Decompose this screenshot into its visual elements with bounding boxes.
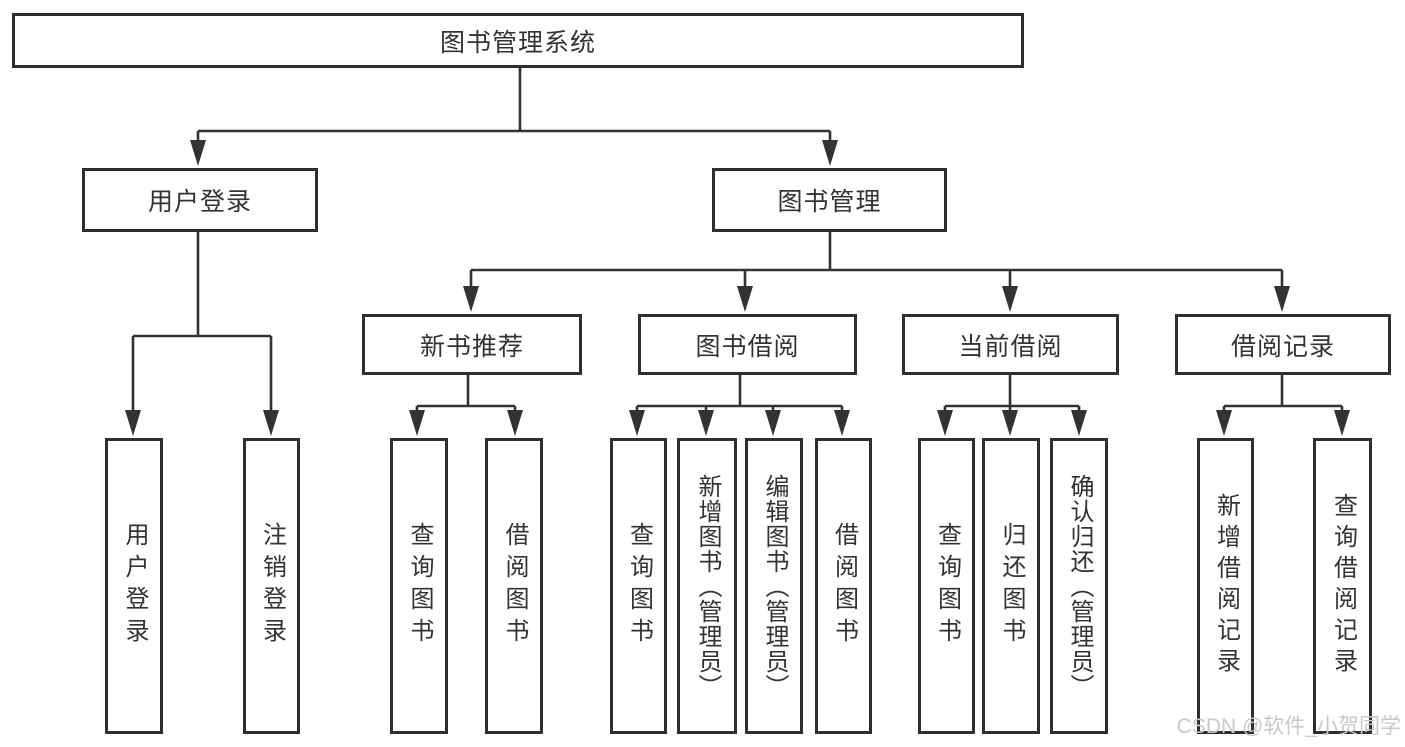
leaf-user-login: 用户登录 bbox=[105, 438, 163, 734]
csdn-watermark: CSDN @软件_小贺同学 bbox=[1176, 715, 1401, 738]
node-root-label: 图书管理系统 bbox=[439, 28, 596, 57]
node-book-borrowing: 图书借阅 bbox=[638, 314, 857, 375]
node-user-login: 用户登录 bbox=[82, 168, 318, 232]
leaf-records-query-borrow-record: 查询借阅记录 bbox=[1313, 438, 1372, 734]
node-borrowing-records: 借阅记录 bbox=[1175, 314, 1391, 375]
leaf-recommend-query-books: 查询图书 bbox=[390, 438, 448, 734]
leaf-current-query-books: 查询图书 bbox=[918, 438, 975, 734]
node-current-borrowing: 当前借阅 bbox=[902, 314, 1119, 375]
node-user-login-label: 用户登录 bbox=[147, 188, 252, 216]
leaf-borrowing-borrow-books: 借阅图书 bbox=[815, 438, 872, 734]
node-current-borrowing-label: 当前借阅 bbox=[958, 332, 1063, 361]
leaf-borrowing-edit-book-admin: 编辑图书（管理员） bbox=[745, 438, 803, 734]
node-new-book-recommend: 新书推荐 bbox=[362, 314, 582, 375]
leaf-current-confirm-return-admin: 确认归还（管理员） bbox=[1050, 438, 1108, 734]
node-root-system: 图书管理系统 bbox=[12, 13, 1024, 68]
node-book-management: 图书管理 bbox=[712, 168, 947, 232]
node-book-borrowing-label: 图书借阅 bbox=[695, 332, 800, 361]
leaf-borrowing-add-book-admin: 新增图书（管理员） bbox=[677, 438, 737, 734]
leaf-borrowing-query-books: 查询图书 bbox=[610, 438, 667, 734]
node-book-management-label: 图书管理 bbox=[777, 188, 882, 216]
leaf-records-add-borrow-record: 新增借阅记录 bbox=[1197, 438, 1254, 734]
leaf-logout: 注销登录 bbox=[243, 438, 300, 734]
node-borrowing-records-label: 借阅记录 bbox=[1230, 332, 1335, 361]
leaf-recommend-borrow-books: 借阅图书 bbox=[485, 438, 543, 734]
leaf-current-return-books: 归还图书 bbox=[982, 438, 1040, 734]
node-new-book-recommend-label: 新书推荐 bbox=[419, 332, 524, 361]
